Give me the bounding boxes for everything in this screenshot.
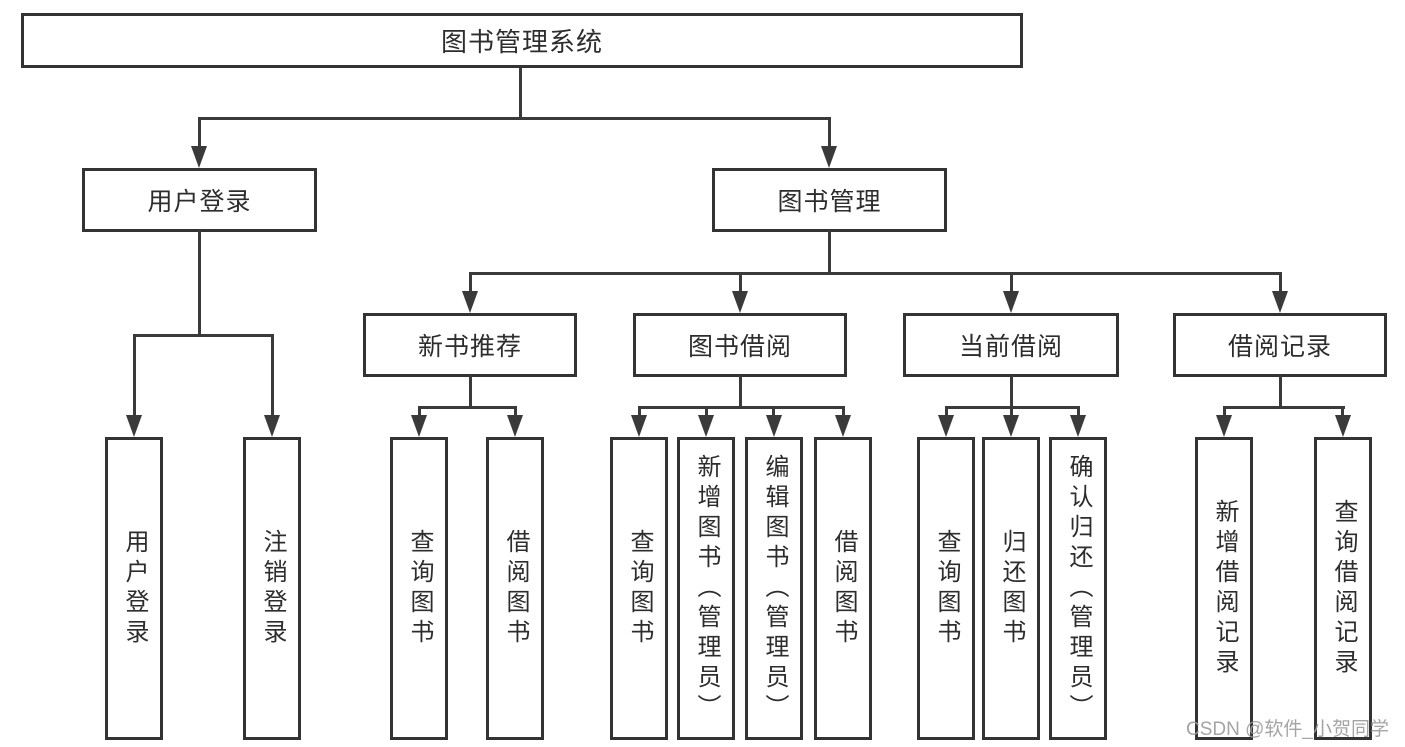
leaf-query-books-current: 查询图书 bbox=[917, 437, 975, 740]
node-user-login: 用户登录 bbox=[82, 168, 317, 232]
arrowhead-down-icon bbox=[835, 415, 851, 437]
arrowhead-down-icon bbox=[938, 415, 954, 437]
connector-group1-stem bbox=[469, 375, 472, 409]
node-current-borrow: 当前借阅 bbox=[903, 313, 1119, 377]
leaf-query-borrow-record-label: 查询借阅记录 bbox=[1330, 498, 1357, 679]
node-borrow-records: 借阅记录 bbox=[1173, 313, 1387, 377]
leaf-add-borrow-record: 新增借阅记录 bbox=[1195, 437, 1253, 740]
arrowhead-down-icon bbox=[631, 415, 647, 437]
arrowhead-down-icon bbox=[264, 415, 280, 437]
connector-g2-leaf3-drop bbox=[772, 406, 775, 418]
connector-group2-drop bbox=[739, 272, 742, 294]
leaf-add-book-admin: 新增图书（管理员） bbox=[677, 437, 735, 740]
arrowhead-down-icon bbox=[1003, 415, 1019, 437]
connector-user-branch-stem bbox=[198, 230, 201, 337]
node-new-book-recommend-label: 新书推荐 bbox=[417, 333, 522, 361]
leaf-query-books-current-label: 查询图书 bbox=[933, 528, 960, 649]
arrowhead-down-icon bbox=[126, 415, 142, 437]
arrowhead-down-icon bbox=[698, 415, 714, 437]
arrowhead-down-icon bbox=[1272, 291, 1288, 313]
leaf-return-book-label: 归还图书 bbox=[998, 528, 1025, 649]
connector-g1-leaf2-drop bbox=[514, 406, 517, 418]
node-user-login-label: 用户登录 bbox=[147, 188, 252, 216]
connector-g1-leaf1-drop bbox=[418, 406, 421, 418]
connector-user-leaf2-drop bbox=[271, 334, 274, 417]
connector-group4-horizontal bbox=[1223, 406, 1345, 409]
leaf-borrow-books-recommend: 借阅图书 bbox=[486, 437, 544, 740]
connector-group2-horizontal bbox=[638, 406, 845, 409]
connector-group1-drop bbox=[469, 272, 472, 294]
connector-g4-leaf1-drop bbox=[1223, 406, 1226, 418]
arrowhead-down-icon bbox=[191, 146, 207, 168]
arrowhead-down-icon bbox=[411, 415, 427, 437]
leaf-user-login: 用户登录 bbox=[105, 437, 163, 740]
leaf-query-books-recommend-label: 查询图书 bbox=[406, 528, 433, 649]
connector-g3-leaf3-drop bbox=[1077, 406, 1080, 418]
leaf-borrow-books-recommend-label: 借阅图书 bbox=[502, 528, 529, 649]
node-book-management-label: 图书管理 bbox=[777, 188, 882, 216]
arrowhead-down-icon bbox=[1216, 415, 1232, 437]
connector-root-horizontal bbox=[198, 117, 831, 120]
leaf-borrow-books-borrow-label: 借阅图书 bbox=[830, 528, 857, 649]
node-root-label: 图书管理系统 bbox=[440, 27, 603, 57]
arrowhead-down-icon bbox=[1335, 415, 1351, 437]
connector-g3-leaf2-drop bbox=[1010, 406, 1013, 418]
leaf-logout: 注销登录 bbox=[243, 437, 301, 740]
connector-book-mgmt-drop bbox=[828, 117, 831, 148]
leaf-add-book-admin-label: 新增图书（管理员） bbox=[693, 453, 720, 724]
connector-user-leaf1-drop bbox=[133, 334, 136, 417]
leaf-user-login-label: 用户登录 bbox=[121, 528, 148, 649]
leaf-edit-book-admin: 编辑图书（管理员） bbox=[745, 437, 803, 740]
connector-group2-stem bbox=[739, 375, 742, 409]
leaf-query-borrow-record: 查询借阅记录 bbox=[1314, 437, 1372, 740]
arrowhead-down-icon bbox=[766, 415, 782, 437]
connector-g3-leaf1-drop bbox=[945, 406, 948, 418]
node-book-management: 图书管理 bbox=[712, 168, 947, 232]
connector-group3-stem bbox=[1010, 375, 1013, 409]
arrowhead-down-icon bbox=[821, 146, 837, 168]
connector-user-branch-horizontal bbox=[133, 334, 274, 337]
leaf-logout-label: 注销登录 bbox=[259, 528, 286, 649]
leaf-query-books-borrow-label: 查询图书 bbox=[626, 528, 653, 649]
node-book-borrow: 图书借阅 bbox=[633, 313, 847, 377]
leaf-borrow-books-borrow: 借阅图书 bbox=[814, 437, 872, 740]
leaf-return-book: 归还图书 bbox=[982, 437, 1040, 740]
node-current-borrow-label: 当前借阅 bbox=[958, 333, 1063, 361]
connector-group3-drop bbox=[1010, 272, 1013, 294]
arrowhead-down-icon bbox=[732, 291, 748, 313]
connector-group4-stem bbox=[1279, 375, 1282, 409]
leaf-edit-book-admin-label: 编辑图书（管理员） bbox=[761, 453, 788, 724]
node-book-borrow-label: 图书借阅 bbox=[687, 333, 792, 361]
connector-book-branch-horizontal bbox=[469, 272, 1282, 275]
connector-g4-leaf2-drop bbox=[1341, 406, 1344, 418]
connector-user-login-drop bbox=[198, 117, 201, 148]
node-new-book-recommend: 新书推荐 bbox=[363, 313, 577, 377]
node-borrow-records-label: 借阅记录 bbox=[1227, 333, 1332, 361]
connector-root-stem bbox=[519, 68, 522, 119]
leaf-query-books-recommend: 查询图书 bbox=[390, 437, 448, 740]
leaf-confirm-return-admin: 确认归还（管理员） bbox=[1049, 437, 1107, 740]
connector-g2-leaf2-drop bbox=[705, 406, 708, 418]
arrowhead-down-icon bbox=[1003, 291, 1019, 313]
arrowhead-down-icon bbox=[507, 415, 523, 437]
arrowhead-down-icon bbox=[1070, 415, 1086, 437]
connector-g2-leaf4-drop bbox=[842, 406, 845, 418]
leaf-confirm-return-admin-label: 确认归还（管理员） bbox=[1065, 453, 1092, 724]
connector-group4-drop bbox=[1279, 272, 1282, 294]
connector-g2-leaf1-drop bbox=[638, 406, 641, 418]
watermark: CSDN @软件_小贺同学 bbox=[1186, 719, 1389, 740]
leaf-add-borrow-record-label: 新增借阅记录 bbox=[1211, 498, 1238, 679]
connector-book-branch-stem bbox=[828, 230, 831, 274]
arrowhead-down-icon bbox=[462, 291, 478, 313]
connector-group1-horizontal bbox=[418, 406, 517, 409]
leaf-query-books-borrow: 查询图书 bbox=[610, 437, 668, 740]
node-root: 图书管理系统 bbox=[21, 13, 1023, 68]
